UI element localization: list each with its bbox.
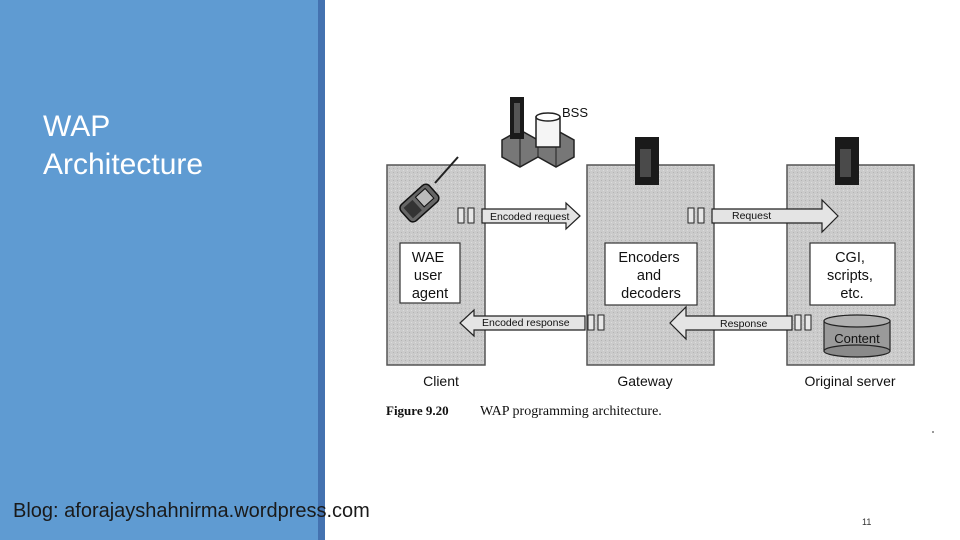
wae-user-agent-box: WAE user agent [399,242,461,304]
stray-dot [932,431,934,433]
page-number: 11 [862,517,872,527]
cgi-scripts-box: CGI, scripts, etc. [809,242,896,306]
connector-stubs [457,207,812,331]
encoders-line-1: Encoders [618,250,679,266]
content-label: Content [834,331,880,346]
wap-architecture-figure: BSS [380,95,920,425]
gateway-server-icon [635,137,659,185]
encoders-decoders-box: Encoders and decoders [604,242,698,306]
request-label: Request [732,210,771,222]
cgi-line-2: scripts, [827,268,873,284]
svg-text:Encoders and d: Encoders and decoders [618,250,683,302]
bss-label: BSS [562,105,588,120]
cgi-line-1: CGI, [835,250,865,266]
server-label: Original server [804,373,895,389]
figure-caption-text: WAP programming architecture. [480,404,662,419]
encoded-request-arrow [481,201,581,231]
encoded-response-label: Encoded response [482,317,570,329]
wae-line-1: WAE [412,250,445,266]
bss-icon [501,97,575,168]
request-arrow [711,198,839,234]
content-database-icon [823,314,891,358]
svg-text:CGI, scripts,: CGI, scripts, etc. [827,250,877,302]
blog-footer: Blog: aforajayshahnirma.wordpress.com [13,500,370,522]
encoded-request-label: Encoded request [490,211,569,223]
sidebar-panel [0,0,318,540]
wae-line-2: user [414,268,442,284]
gateway-label: Gateway [617,373,672,389]
cgi-line-3: etc. [840,286,863,302]
client-label: Client [423,373,459,389]
wae-line-3: agent [412,286,448,302]
slide-title: WAP Architecture [43,108,303,184]
encoded-response-arrow [459,308,586,338]
figure-caption-label: Figure 9.20 [386,403,449,418]
slide-title-line-1: WAP [43,110,111,143]
response-arrow [669,305,793,341]
encoders-line-2: and [637,268,661,284]
mobile-phone-icon [399,156,459,223]
sidebar-edge [318,0,325,540]
svg-text:WAE user agent: WAE user agent [412,250,449,302]
encoders-line-3: decoders [621,286,681,302]
response-label: Response [720,318,767,330]
origin-server-icon [835,137,859,185]
slide-title-line-2: Architecture [43,148,204,181]
